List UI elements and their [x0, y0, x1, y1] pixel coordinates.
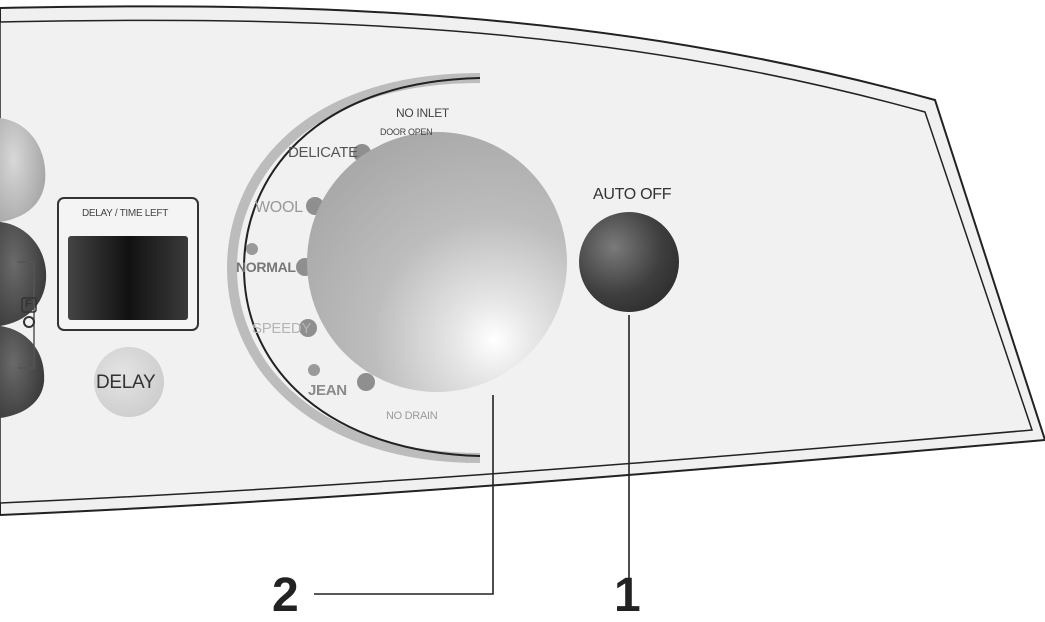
lock-symbol: F [25, 298, 32, 310]
auto-off-label: AUTO OFF [593, 186, 672, 203]
callout-number-dial: 2 [272, 569, 299, 622]
left-button-bottom [0, 326, 45, 418]
child-lock-icon [21, 297, 37, 328]
program-label-speedy: SPEEDY [252, 320, 312, 337]
callout-number-auto-off: 1 [614, 569, 641, 622]
dial-status-bottom: NO DRAIN [386, 410, 438, 422]
dial-surround-arc-edge [242, 77, 481, 457]
program-dot-speedy [299, 319, 317, 337]
delay-button-label: DELAY [96, 372, 156, 393]
dial-status-top-sub: DOOR OPEN [380, 127, 433, 137]
dial-surround-arc [226, 73, 481, 463]
dial-status-top: NO INLET [396, 106, 449, 120]
delay-button [94, 347, 164, 417]
delay-display-label: DELAY / TIME LEFT [82, 208, 169, 219]
auto-off-button [579, 212, 679, 312]
program-label-jean: JEAN [308, 382, 347, 399]
callout-line-2 [314, 395, 494, 595]
lock-bracket [18, 261, 35, 369]
program-dot-jean [357, 373, 375, 391]
program-label-normal: NORMAL [236, 259, 296, 275]
program-dial-knob [307, 132, 567, 392]
program-dot-jean-upper [308, 364, 320, 376]
program-label-delicate: DELICATE [288, 144, 358, 161]
left-button-top [0, 118, 46, 222]
program-dot-normal-upper [246, 243, 258, 255]
delay-display-screen [68, 236, 188, 320]
program-label-wool: WOOL [255, 199, 303, 216]
